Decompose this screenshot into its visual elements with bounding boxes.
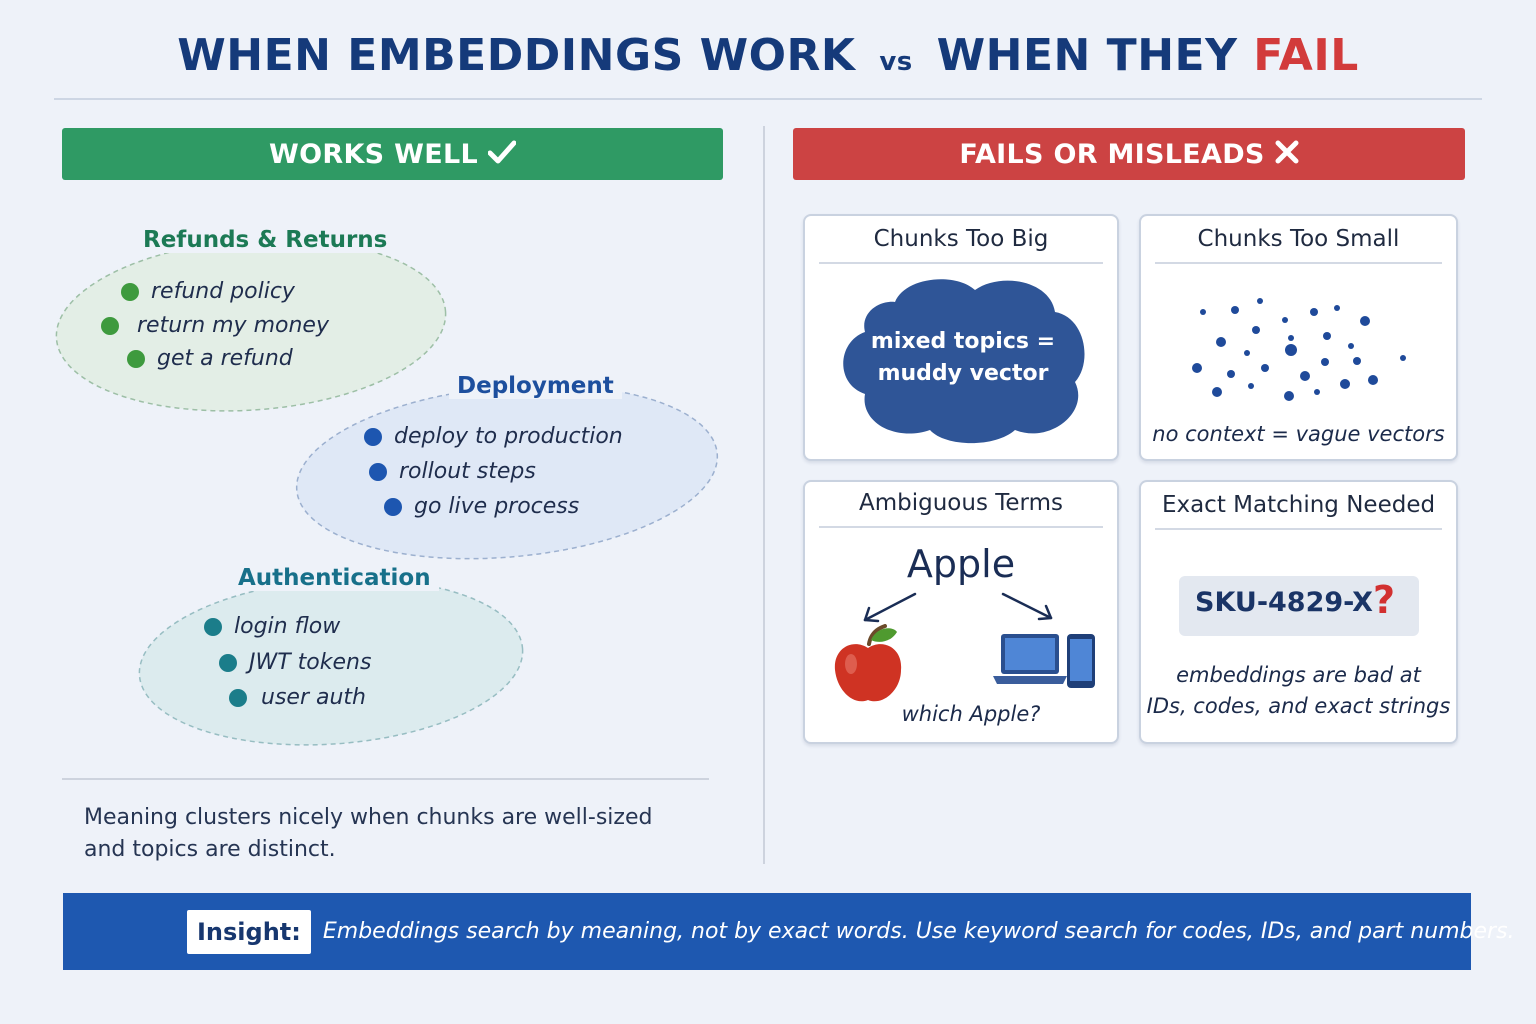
caption-line: IDs, codes, and exact strings <box>1146 694 1451 718</box>
column-divider <box>763 126 765 864</box>
cluster-ellipses <box>55 238 719 746</box>
cluster-item: login flow <box>204 614 340 639</box>
cluster-item: get a refund <box>127 346 293 371</box>
cluster-item-label: user auth <box>261 685 366 710</box>
cluster-item: refund policy <box>121 279 295 304</box>
works-well-label: WORKS WELL <box>269 138 478 170</box>
bullet-dot <box>121 282 139 301</box>
scattered-dots-icon <box>1192 298 1406 401</box>
x-mark-icon <box>1275 137 1299 172</box>
cluster-item-label: rollout steps <box>399 459 536 484</box>
insight-text: Embeddings search by meaning, not by exa… <box>322 919 1515 944</box>
branch-arrows <box>863 592 1053 623</box>
left-caption: Meaning clusters nicely when chunks are … <box>84 802 684 866</box>
bullet-dot <box>364 427 382 446</box>
laptop-phone-icon <box>993 634 1095 688</box>
bullet-dot <box>229 688 247 707</box>
works-well-banner: WORKS WELL <box>62 128 723 180</box>
blob-text: mixed topics = muddy vector <box>835 326 1091 390</box>
card-chunks-too-big: Chunks Too Big mixed topics = muddy vect… <box>803 214 1119 461</box>
cluster-refunds-title: Refunds & Returns <box>135 227 396 253</box>
cluster-item: go live process <box>384 494 579 519</box>
card-caption: embeddings are bad at IDs, codes, and ex… <box>1141 660 1456 722</box>
fails-banner: FAILS OR MISLEADS <box>793 128 1465 180</box>
page-title: WHEN EMBEDDINGS WORK vs WHEN THEY FAIL <box>0 30 1536 81</box>
title-part2: WHEN THEY <box>936 30 1238 81</box>
card-exact-matching: Exact Matching Needed SKU-4829-X ? embed… <box>1139 480 1458 744</box>
card-title: Chunks Too Small <box>1155 226 1442 264</box>
cluster-item: JWT tokens <box>219 650 371 675</box>
fails-label: FAILS OR MISLEADS <box>959 138 1265 170</box>
sku-code: SKU-4829-X <box>1195 587 1373 618</box>
left-divider <box>62 778 709 780</box>
title-fail: FAIL <box>1253 30 1359 81</box>
cluster-item-label: get a refund <box>157 346 293 371</box>
sku-box <box>1179 576 1419 636</box>
bullet-dot <box>384 497 402 516</box>
card-title: Chunks Too Big <box>819 226 1103 264</box>
blob-line: muddy vector <box>877 361 1049 386</box>
ambiguous-word: Apple <box>906 542 1016 586</box>
bullet-dot <box>204 617 222 636</box>
insight-label: Insight: <box>187 909 311 954</box>
cluster-item-label: go live process <box>414 494 580 519</box>
cluster-item: user auth <box>229 685 366 710</box>
card-chunks-too-small: Chunks Too Small no context = vague vect… <box>1139 214 1458 461</box>
question-mark-icon: ? <box>1373 578 1396 622</box>
card-title: Exact Matching Needed <box>1155 492 1442 530</box>
cluster-item-label: deploy to production <box>394 424 623 449</box>
card-ambiguous-terms: Ambiguous Terms Apple which Apple? <box>803 480 1119 744</box>
cluster-item: deploy to production <box>364 424 623 449</box>
title-vs: vs <box>879 47 913 77</box>
cluster-item-label: return my money <box>137 313 329 338</box>
bullet-dot <box>101 316 119 335</box>
card-caption: no context = vague vectors <box>1152 422 1445 446</box>
caption-line: embeddings are bad at <box>1176 663 1421 687</box>
cluster-auth-title: Authentication <box>230 565 439 591</box>
cluster-item-label: JWT tokens <box>249 650 372 675</box>
cluster-deployment-title: Deployment <box>449 373 622 399</box>
caption-line: Meaning clusters nicely when chunks are … <box>84 805 653 830</box>
card-title: Ambiguous Terms <box>819 490 1103 528</box>
title-divider <box>54 98 1482 100</box>
cluster-item-label: refund policy <box>151 279 295 304</box>
cluster-item-label: login flow <box>234 614 341 639</box>
card-caption: which Apple? <box>901 702 1041 726</box>
bullet-dot <box>219 653 237 672</box>
cluster-item: return my money <box>101 313 329 338</box>
bullet-dot <box>369 462 387 481</box>
bullet-dot <box>127 349 145 368</box>
checkmark-icon <box>487 137 517 172</box>
muddy-blob-icon <box>843 279 1085 444</box>
cluster-item: rollout steps <box>369 459 536 484</box>
apple-fruit-icon <box>834 624 902 702</box>
blob-line: mixed topics = <box>870 329 1056 354</box>
title-part1: WHEN EMBEDDINGS WORK <box>177 30 856 81</box>
insight-bar: Insight: Embeddings search by meaning, n… <box>63 893 1515 970</box>
caption-line: and topics are distinct. <box>84 837 336 862</box>
